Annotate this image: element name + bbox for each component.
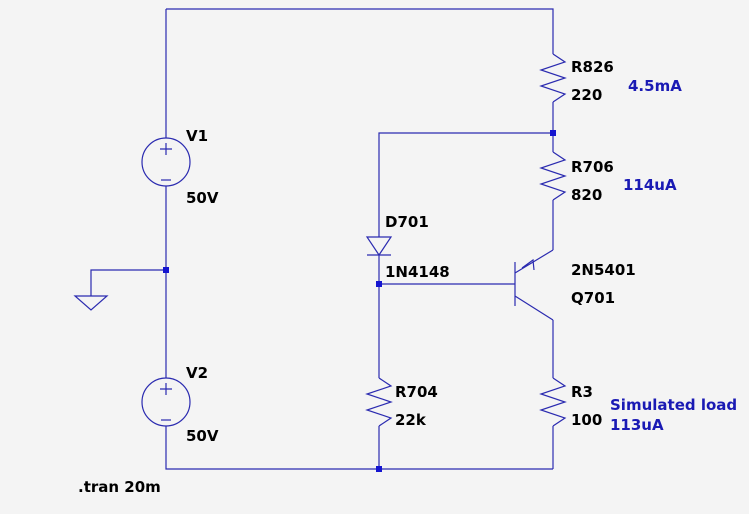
r826-name-label: R826 bbox=[571, 58, 614, 76]
ground-icon[interactable] bbox=[73, 295, 109, 311]
wires bbox=[90, 8, 554, 470]
resistor-r704[interactable]: R704 22k bbox=[365, 377, 438, 429]
spice-directive[interactable]: .tran 20m bbox=[78, 478, 161, 496]
q701-name-label: Q701 bbox=[571, 289, 615, 307]
wire-v2-bottom[interactable] bbox=[165, 426, 553, 470]
voltage-source-v1[interactable]: V1 50V bbox=[141, 127, 219, 207]
junction-bottom-node bbox=[376, 466, 382, 472]
v2-name-label: V2 bbox=[186, 364, 208, 382]
v2-source-icon bbox=[141, 377, 191, 427]
r826-current-annotation: 4.5mA bbox=[628, 77, 682, 95]
load-label-annotation: Simulated load bbox=[610, 396, 737, 414]
r706-value-label: 820 bbox=[571, 186, 602, 204]
d701-diode-icon bbox=[365, 236, 393, 257]
v1-source-icon bbox=[141, 137, 191, 187]
r3-name-label: R3 bbox=[571, 383, 593, 401]
v1-plus-icon bbox=[160, 143, 172, 155]
load-current-annotation: 113uA bbox=[610, 416, 664, 434]
junction-gnd-node bbox=[163, 267, 169, 273]
resistor-r3[interactable]: R3 100 Simulated load 113uA bbox=[539, 377, 737, 434]
r704-resistor-icon bbox=[365, 377, 393, 427]
junction-base-node bbox=[376, 281, 382, 287]
r704-name-label: R704 bbox=[395, 383, 438, 401]
transistor-q701[interactable]: 2N5401 Q701 bbox=[514, 249, 636, 321]
voltage-source-v2[interactable]: V2 50V bbox=[141, 364, 219, 445]
r826-resistor-icon bbox=[539, 53, 567, 103]
q701-value-label: 2N5401 bbox=[571, 261, 636, 279]
r706-name-label: R706 bbox=[571, 158, 614, 176]
r706-current-annotation: 114uA bbox=[623, 176, 677, 194]
v1-name-label: V1 bbox=[186, 127, 208, 145]
resistor-r826[interactable]: R826 220 4.5mA bbox=[539, 53, 682, 104]
resistor-r706[interactable]: R706 820 114uA bbox=[539, 151, 677, 204]
wire-ground-tap[interactable] bbox=[90, 269, 166, 296]
wire-top-rail[interactable] bbox=[166, 8, 554, 54]
d701-name-label: D701 bbox=[385, 213, 429, 231]
junction-r826-node bbox=[550, 130, 556, 136]
r826-value-label: 220 bbox=[571, 86, 602, 104]
v2-value-label: 50V bbox=[186, 427, 219, 445]
v2-plus-icon bbox=[160, 383, 172, 395]
r3-resistor-icon bbox=[539, 377, 567, 427]
q701-transistor-icon bbox=[514, 249, 554, 321]
d701-value-label: 1N4148 bbox=[385, 263, 450, 281]
r704-value-label: 22k bbox=[395, 411, 427, 429]
r3-value-label: 100 bbox=[571, 411, 602, 429]
v1-value-label: 50V bbox=[186, 189, 219, 207]
r706-resistor-icon bbox=[539, 151, 567, 201]
junctions bbox=[163, 130, 556, 472]
diode-d701[interactable]: D701 1N4148 bbox=[365, 213, 450, 281]
wire-node-to-d701[interactable] bbox=[378, 132, 553, 237]
